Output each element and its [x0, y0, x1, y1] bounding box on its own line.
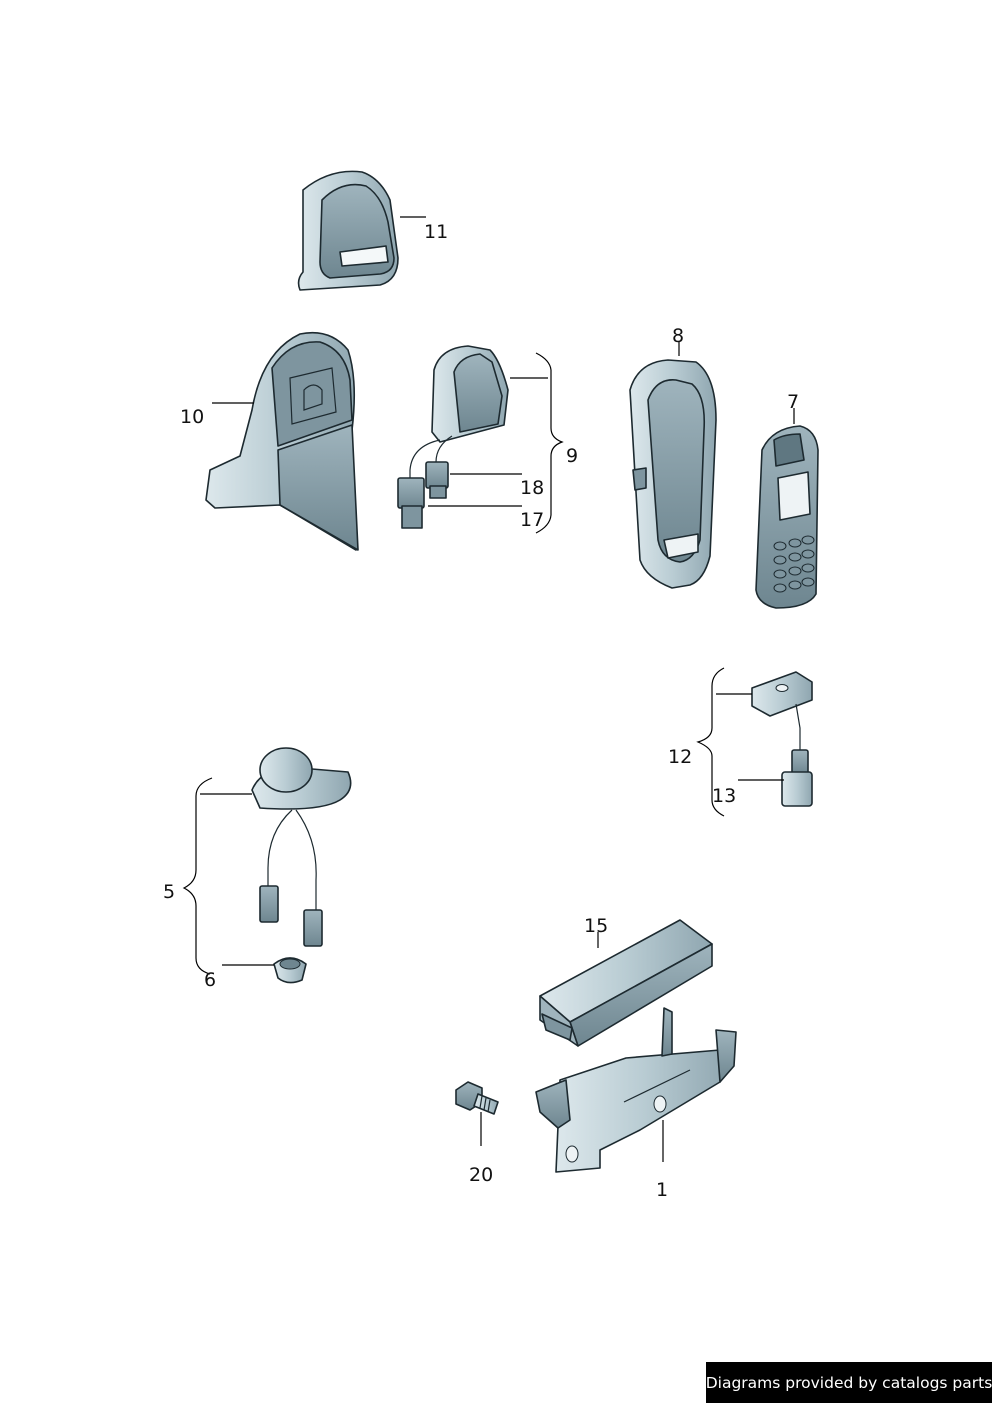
callout-17: 17: [520, 509, 544, 531]
part-17-connector[interactable]: [397, 477, 425, 529]
callout-9: 9: [566, 445, 578, 467]
part-5-antenna[interactable]: [251, 747, 352, 947]
part-18-connector[interactable]: [425, 461, 449, 499]
callout-8: 8: [672, 325, 684, 347]
callout-15: 15: [584, 915, 608, 937]
callout-20: 20: [469, 1164, 493, 1186]
part-8-phone-holder[interactable]: [629, 359, 717, 589]
part-11-cover-cap[interactable]: [297, 170, 399, 291]
part-6-nut[interactable]: [273, 957, 307, 984]
callout-7: 7: [787, 391, 799, 413]
part-7-mobile-phone[interactable]: [755, 425, 819, 609]
callout-5: 5: [163, 881, 175, 903]
part-20-bolt[interactable]: [455, 1081, 499, 1115]
callout-6: 6: [204, 969, 216, 991]
part-12-module[interactable]: [751, 671, 813, 752]
callout-18: 18: [520, 477, 544, 499]
part-15-control-unit[interactable]: [539, 919, 713, 1047]
part-9-adapter-cradle[interactable]: [409, 345, 509, 480]
callout-11: 11: [424, 221, 448, 243]
callout-10: 10: [180, 406, 204, 428]
callout-12: 12: [668, 746, 692, 768]
part-10-phone-bracket[interactable]: [205, 331, 359, 551]
watermark-banner: Diagrams provided by catalogs parts: [706, 1362, 992, 1403]
callout-1: 1: [656, 1179, 668, 1201]
callout-13: 13: [712, 785, 736, 807]
part-1-bracket[interactable]: [535, 1007, 737, 1173]
part-13-connector[interactable]: [781, 749, 813, 807]
